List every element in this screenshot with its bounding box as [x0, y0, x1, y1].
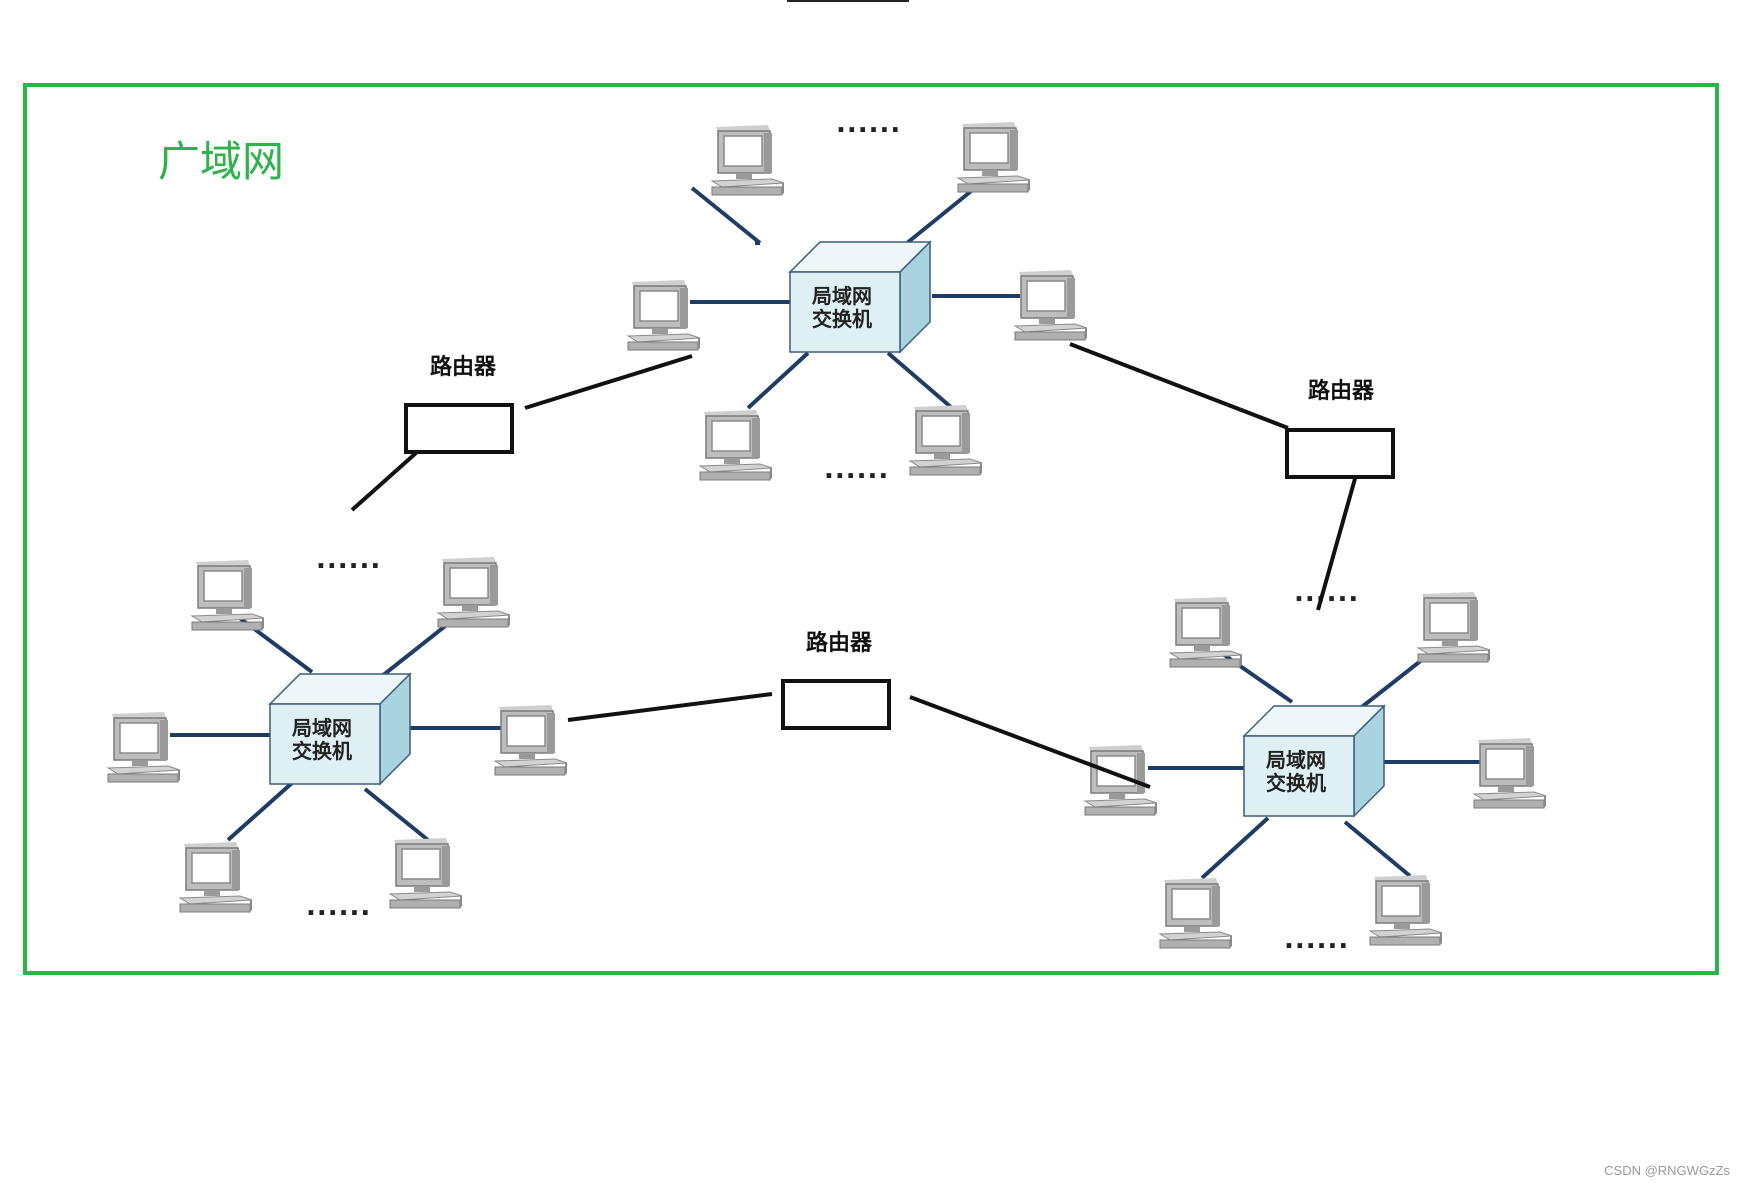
computer-icon: [909, 404, 983, 476]
router-box: [781, 679, 891, 730]
ellipsis-top: ......: [316, 545, 381, 575]
computer-icon: [107, 711, 181, 783]
computer-icon: [1369, 874, 1443, 946]
computer-icon: [627, 279, 701, 351]
ellipsis-bottom: ......: [824, 455, 889, 485]
computer-icon: [1473, 737, 1547, 809]
router-box: [404, 403, 514, 454]
computer-icon: [1014, 269, 1088, 341]
computer-icon: [957, 121, 1031, 193]
computer-icon: [179, 841, 253, 913]
router-right: 路由器: [1285, 378, 1395, 479]
wan-links: [350, 342, 1360, 789]
computer-icon: [437, 556, 511, 628]
switch-label-line1: 局域网: [811, 284, 872, 308]
router-label: 路由器: [1308, 378, 1375, 404]
computer-icon: [1159, 877, 1233, 949]
switch-label-line2: 交换机: [292, 739, 352, 763]
top-rule: [787, 0, 909, 2]
lan-left: 局域网 交换机 ...... ......: [107, 545, 568, 922]
router-label: 路由器: [806, 630, 873, 656]
ellipsis-bottom: ......: [306, 892, 371, 922]
switch-label-line1: 局域网: [291, 716, 352, 740]
ellipsis-bottom: ......: [1284, 925, 1349, 955]
computer-icon: [711, 124, 785, 196]
computer-icon: [389, 837, 463, 909]
switch-label-line1: 局域网: [1265, 748, 1326, 772]
ellipsis-top: ......: [836, 109, 901, 139]
watermark: CSDN @RNGWGzZs: [1604, 1163, 1730, 1178]
computer-icon: [1417, 591, 1491, 663]
computer-icon: [699, 409, 773, 481]
switch-label-line2: 交换机: [1266, 771, 1326, 795]
computer-icon: [1084, 744, 1158, 816]
computer-icon: [1169, 596, 1243, 668]
lan-top: 局域网 交换机 ...... ......: [627, 109, 1088, 485]
wan-label: 广域网: [158, 137, 284, 186]
router-label: 路由器: [430, 354, 497, 380]
computer-icon: [191, 559, 265, 631]
router-left: 路由器: [404, 354, 514, 454]
router-box: [1285, 428, 1395, 479]
computer-icon: [494, 704, 568, 776]
wan-boundary: [23, 83, 1719, 975]
switch-label-line2: 交换机: [812, 307, 872, 331]
lan-right: 局域网 交换机 ...... ......: [1084, 578, 1547, 955]
router-middle: 路由器: [781, 630, 891, 730]
